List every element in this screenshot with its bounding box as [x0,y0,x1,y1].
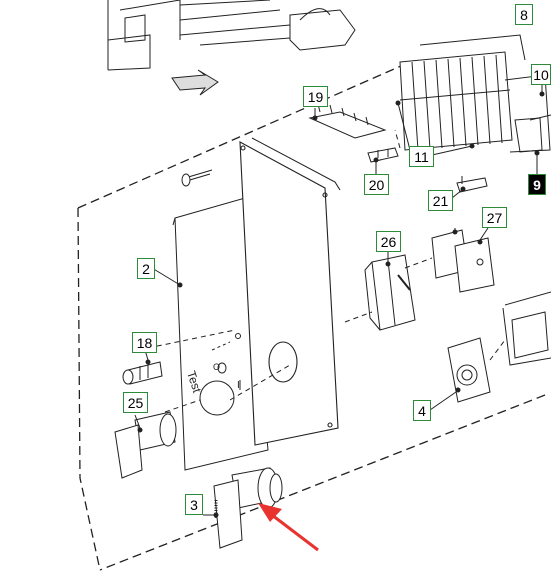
panel-one-label: I [237,380,240,391]
selector-switch-3 [213,467,283,549]
callout-18: 18 [132,332,157,353]
contact-pins [308,103,387,139]
callout-21: 21 [428,190,453,211]
callout-27: 27 [482,207,507,228]
contact-block-27 [431,229,495,293]
selector-switch-25 [114,411,177,479]
callout-8: 8 [515,4,533,25]
terminal-block [399,34,551,153]
partial-right-block [502,291,551,366]
callout-20: 20 [364,174,389,195]
leader-lines [134,82,545,518]
screw [181,169,213,187]
indicator-lamp [122,361,163,385]
callout-11: 11 [409,146,434,167]
mounting-adapter [447,337,491,403]
callout-2: 2 [137,258,155,279]
callout-4: 4 [413,400,431,421]
red-arrow-icon [258,503,319,552]
direction-arrow-icon [171,69,219,96]
jumper-bridge [367,147,399,163]
callout-3: 3 [185,494,203,515]
callout-10: 10 [531,64,551,85]
panel-cutouts [147,329,291,416]
enclosure-body [239,137,341,446]
callout-9: 9 [528,174,546,195]
contact-block-26 [364,254,416,331]
front-panel [172,197,269,471]
callout-19: 19 [303,86,328,107]
callout-26: 26 [376,231,401,252]
panel-test-label: Test [184,369,204,395]
panel-zero-label: O [213,362,220,372]
explosion-lines [344,129,506,361]
callout-25: 25 [123,392,148,413]
partial-top-assembly [107,0,356,71]
assembly-boundary [77,61,546,571]
